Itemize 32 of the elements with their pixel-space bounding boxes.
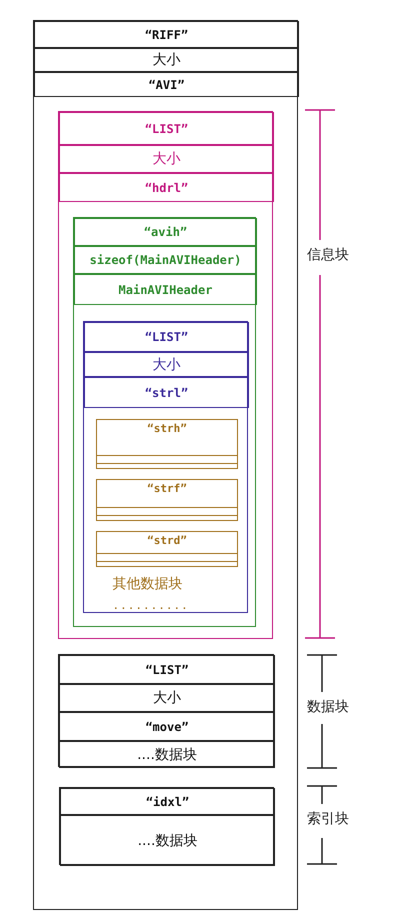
field-row: ....数据块 [59, 741, 275, 768]
field-row: ....数据块 [60, 815, 275, 866]
field-row: “move” [59, 712, 275, 741]
chunk-box [58, 654, 274, 767]
bracket-label: 索引块 [307, 810, 349, 828]
field-row: “hdrl” [59, 173, 274, 202]
chunk-box [58, 111, 273, 639]
chunk-box [33, 20, 298, 910]
field-row: 大小 [84, 352, 249, 377]
field-row: 大小 [59, 145, 274, 173]
field-row: “RIFF” [34, 21, 299, 48]
field-row: “avih” [74, 218, 257, 246]
note-text: 其他数据块 [112, 574, 182, 592]
sub-chunk-box: “strd” [96, 531, 238, 567]
field-row: “LIST” [59, 655, 275, 684]
field-row: MainAVIHeader [74, 274, 257, 305]
field-row: “AVI” [34, 72, 299, 97]
ellipsis-text: .......... [112, 598, 189, 612]
field-row: 大小 [34, 48, 299, 72]
sub-chunk-box: “strf” [96, 479, 238, 521]
chunk-box [83, 321, 248, 613]
field-row: sizeof(MainAVIHeader) [74, 246, 257, 274]
bracket-label: 信息块 [307, 246, 349, 264]
field-row: “idxl” [60, 788, 275, 815]
field-row: “strl” [84, 377, 249, 408]
chunk-box [73, 217, 256, 627]
chunk-box [59, 787, 274, 865]
sub-chunk-box: “strh” [96, 419, 238, 469]
field-row: “LIST” [59, 112, 274, 145]
field-row: 大小 [59, 684, 275, 712]
bracket-label: 数据块 [307, 698, 349, 716]
field-row: “LIST” [84, 322, 249, 352]
